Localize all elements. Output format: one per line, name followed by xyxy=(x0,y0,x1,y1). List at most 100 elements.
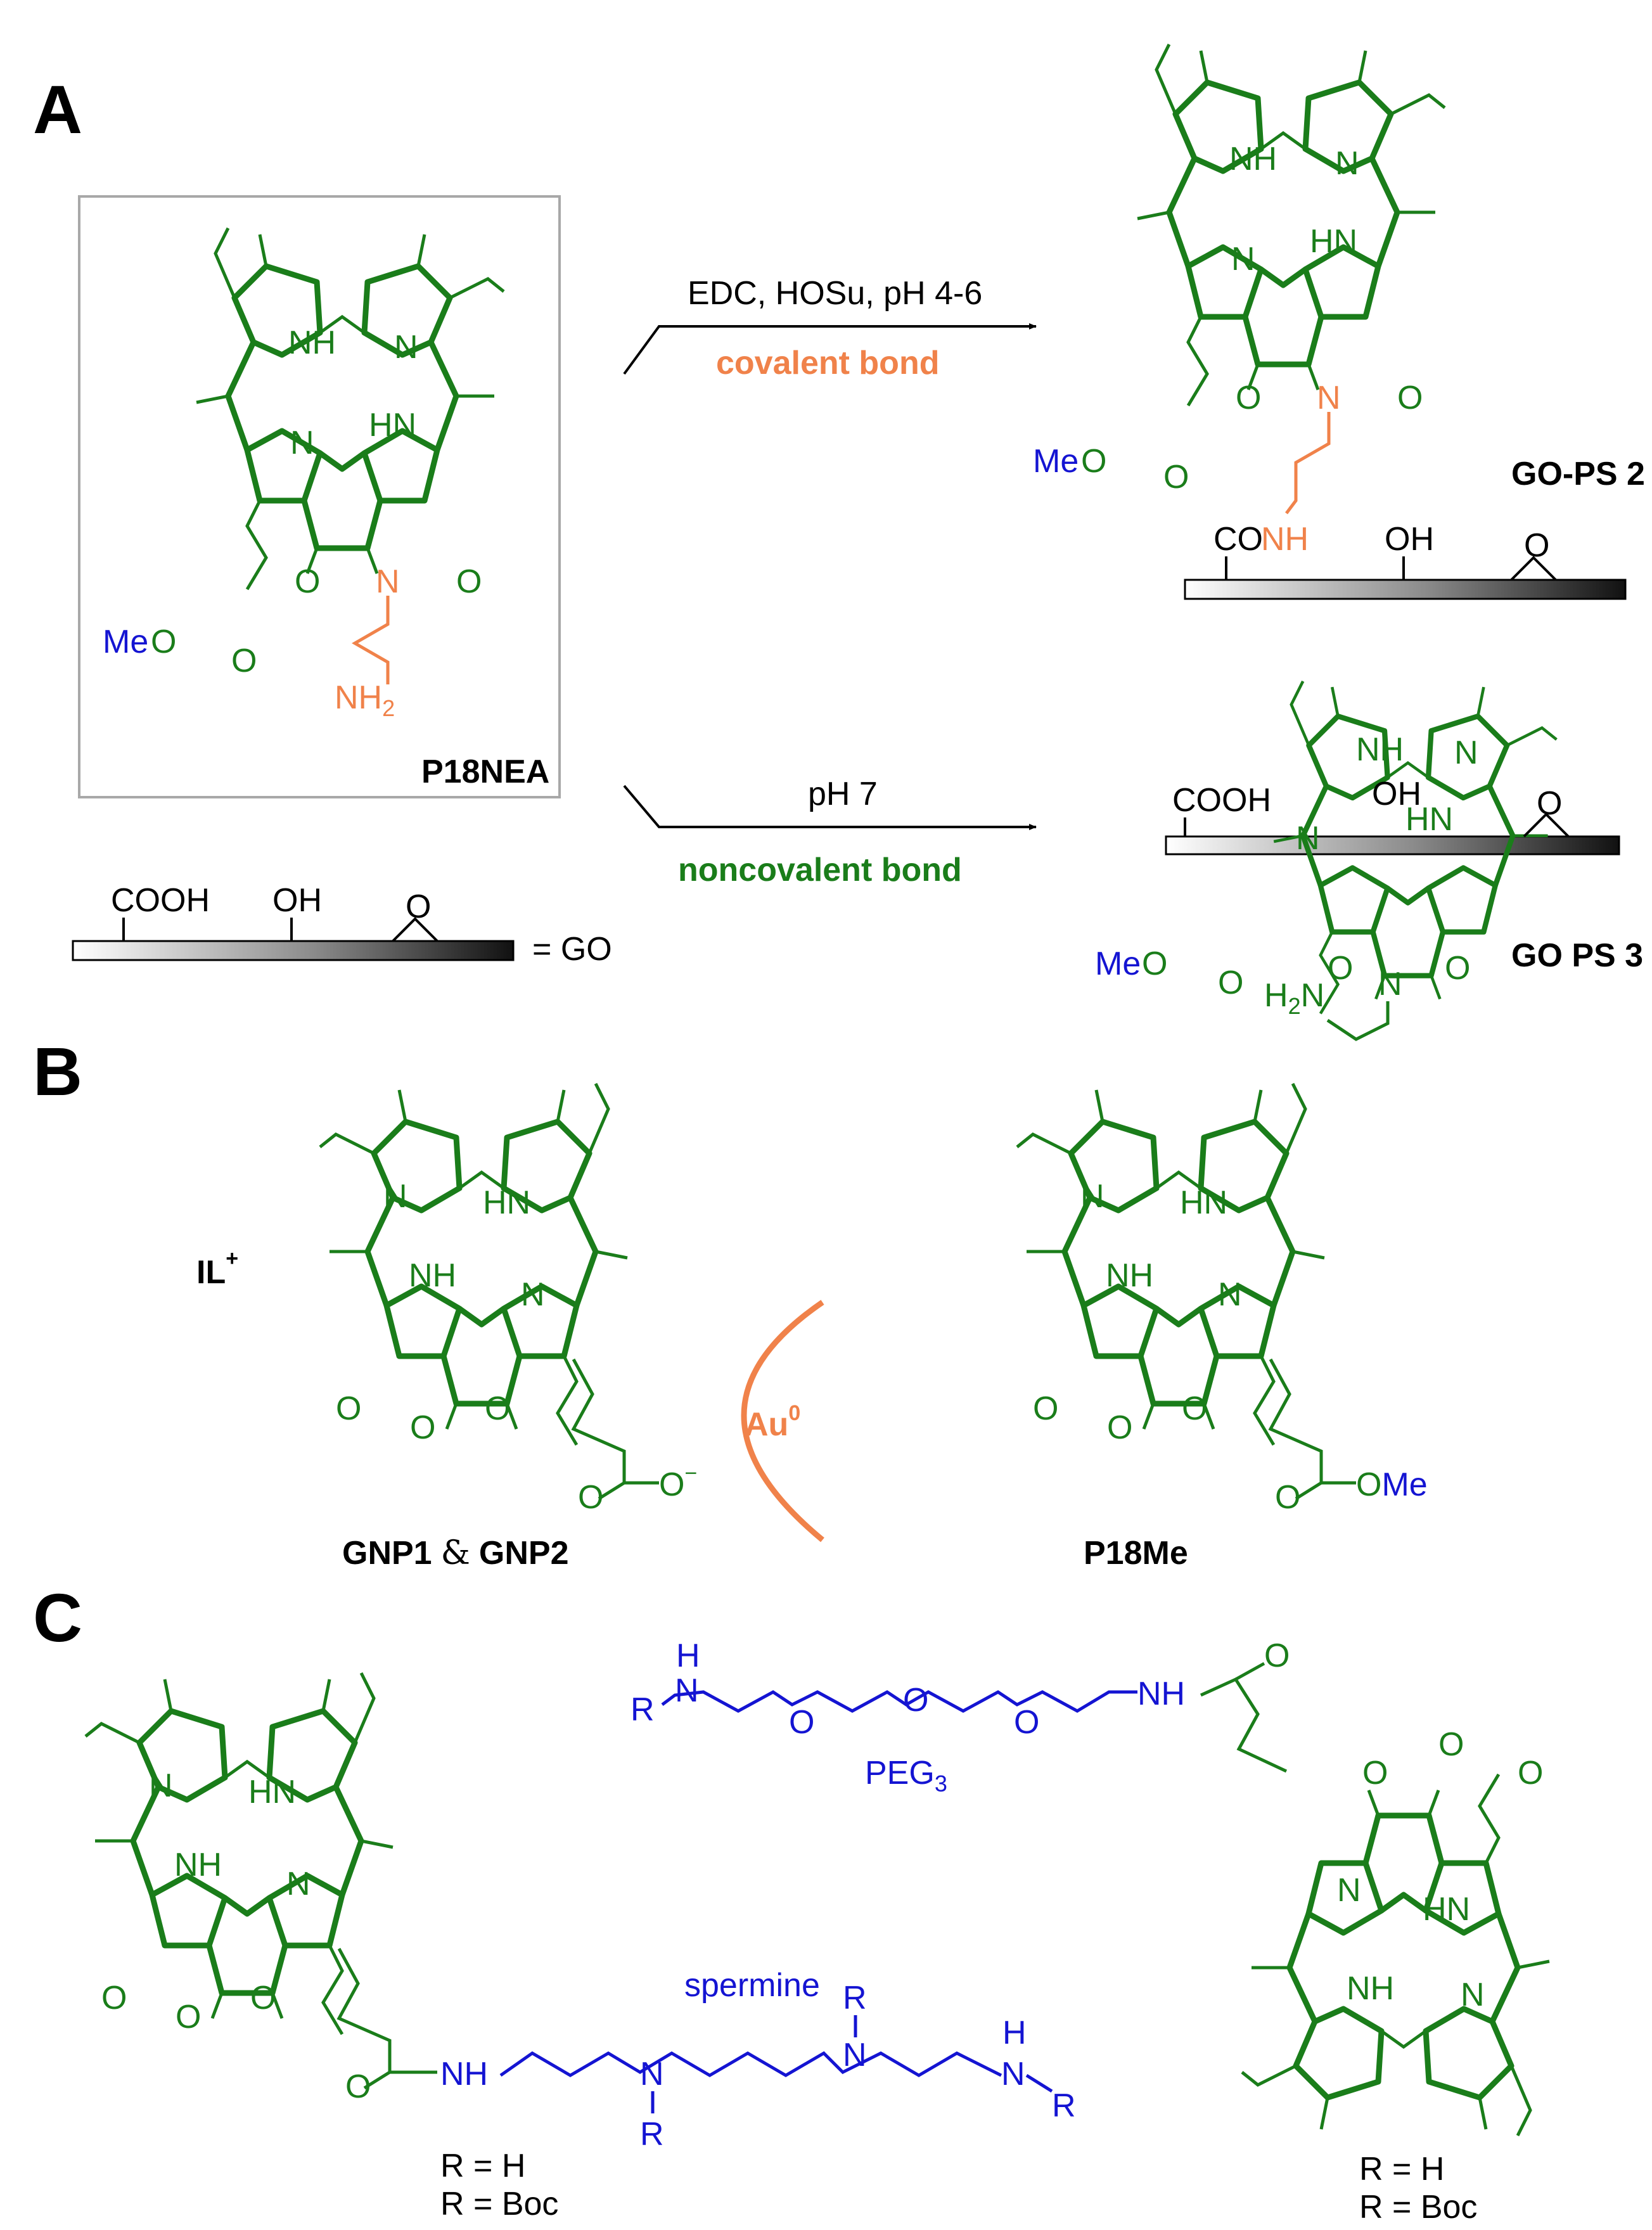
substituent-bond-14 xyxy=(1137,210,1170,221)
p18me-molecule xyxy=(1016,1082,1325,1446)
ring-bond-thick-6 xyxy=(1386,886,1430,906)
c-left-hn-label: HN xyxy=(248,1774,296,1810)
counter-ion-label: IL+ xyxy=(196,1246,238,1291)
substituent-bond-8 xyxy=(1386,760,1430,779)
gops2-ester-o-label: O xyxy=(1081,443,1106,480)
peg3-label: PEG3 xyxy=(865,1755,947,1797)
c-left-o3-label: O xyxy=(250,1980,276,2016)
gops2-imide-n-label: N xyxy=(1317,380,1341,416)
c-left-amide-nh-label: NH xyxy=(440,2056,488,2092)
substituent-bond-17 xyxy=(210,1992,224,2019)
substituent-bond-16 xyxy=(1427,1790,1440,1816)
ring-bond-thick-0 xyxy=(1423,2006,1514,2101)
spermine-nh-label: N xyxy=(1001,2056,1025,2092)
substituent-bond-12 xyxy=(84,1722,141,1745)
gops2-nh-label: NH xyxy=(1229,141,1277,177)
ring-bond-thick-7 xyxy=(440,1355,523,1407)
ring-bond-thick-5 xyxy=(149,1873,228,1949)
arrow-covalent xyxy=(623,323,1037,375)
spermine-nr-bond xyxy=(1025,2073,1053,2093)
ring-bond-thick-2 xyxy=(333,1786,364,1896)
spermine-r3-label: R xyxy=(1052,2087,1076,2124)
gops3-epoxide xyxy=(1523,812,1570,838)
ring-bond-thick-7 xyxy=(1242,316,1324,368)
substituent-bond-15 xyxy=(321,1944,344,2035)
ring-bond-thick-6 xyxy=(318,451,366,472)
gops2-n-label: N xyxy=(1335,145,1359,182)
go-legend-sheet xyxy=(72,940,515,961)
substituent-bond-10 xyxy=(321,1679,331,1712)
gops3-cooh-label: COOH xyxy=(1172,782,1271,819)
gops3-epoxide-o-label: O xyxy=(1537,785,1562,822)
gops3-n-label: N xyxy=(1454,734,1478,771)
go-legend-cooh-label: COOH xyxy=(111,882,210,919)
ring-bond-thick-6 xyxy=(1259,267,1307,288)
c-left-amide-o-label: O xyxy=(345,2068,371,2105)
substituent-bond-12 xyxy=(1016,1132,1072,1155)
spermine-h-label: H xyxy=(1002,2015,1027,2051)
gops3-oh-label: OH xyxy=(1372,776,1421,812)
p18nea-nh-label: NH xyxy=(288,324,336,361)
gops3-imide-n-label: N xyxy=(1378,966,1402,1003)
gops3-go-sheet xyxy=(1165,835,1620,855)
peg-o1-label: O xyxy=(789,1704,814,1741)
ring-bond-thick-7 xyxy=(1137,1355,1220,1407)
substituent-bond-17 xyxy=(1307,364,1320,390)
substituent-bond-16 xyxy=(1202,1403,1215,1430)
gnp-o1-label: O xyxy=(336,1390,361,1427)
c-left-r-boc-label: R = Boc xyxy=(440,2186,558,2222)
covalent-bond-label: covalent bond xyxy=(716,345,939,381)
substituent-bond-8 xyxy=(1380,2029,1427,2049)
substituent-bond-8 xyxy=(1155,1170,1202,1190)
p18nea-ester-o-label: O xyxy=(151,624,176,660)
p18nea-molecule xyxy=(196,227,505,591)
reagent-bottom-label: pH 7 xyxy=(808,776,878,812)
substituent-bond-12 xyxy=(1506,726,1558,747)
ring-bond-thick-3 xyxy=(1369,157,1400,267)
c-left-n-label: N xyxy=(149,1767,173,1804)
ring-bond-thick-6 xyxy=(1155,1306,1203,1328)
peg-o2-label: O xyxy=(903,1682,928,1719)
p18me-ester-chain xyxy=(1268,1358,1356,1485)
p18nea-carbonyl-o-label: O xyxy=(231,643,257,679)
p18nea-o1-label: O xyxy=(295,563,320,600)
substituent-bond-15 xyxy=(1253,1355,1276,1446)
p18me-ome-label: OMe xyxy=(1356,1466,1428,1503)
gops3-o2-label: O xyxy=(1445,950,1470,987)
substituent-bond-14 xyxy=(196,394,229,404)
gops2-o1-label: O xyxy=(1236,380,1261,416)
substituent-bond-17 xyxy=(445,1403,458,1430)
p18nea-n2-label: N xyxy=(290,425,314,461)
peg-chain xyxy=(661,1690,1137,1713)
peg-r-label: R xyxy=(631,1691,655,1728)
substituent-bond-11 xyxy=(416,234,426,267)
substituent-bond-15 xyxy=(1478,1773,1501,1864)
ring-bond-thick-7 xyxy=(301,499,383,551)
p18me-n-label: N xyxy=(1080,1178,1105,1215)
substituent-bond-14 xyxy=(361,1839,394,1849)
substituent-bond-14 xyxy=(1517,1959,1550,1970)
substituent-bond-10 xyxy=(1330,686,1340,717)
p18nea-imide-n-label: N xyxy=(376,563,400,600)
ring-bond-thick-2 xyxy=(1264,1196,1296,1307)
substituent-bond-10 xyxy=(556,1089,566,1122)
ring-bond-thick-6 xyxy=(458,1306,506,1328)
gops3-linker xyxy=(1326,1001,1390,1041)
substituent-bond-8 xyxy=(224,1759,271,1779)
ring-bond-thick-4 xyxy=(1198,1283,1277,1359)
p18me-n2-label: N xyxy=(1218,1276,1242,1313)
substituent-bond-9 xyxy=(587,1082,610,1154)
panel-letter-b: B xyxy=(33,1033,82,1110)
c-right-n2-label: N xyxy=(1461,1977,1485,2013)
c-left-n2-label: N xyxy=(286,1866,311,1902)
substituent-bond-9 xyxy=(1155,43,1177,115)
p18nea-nh2-label: NH2 xyxy=(335,679,395,721)
ring-bond-thick-7 xyxy=(206,1944,288,1996)
substituent-bond-15 xyxy=(245,499,268,591)
peg-nh-label: NH xyxy=(1137,1676,1185,1712)
substituent-bond-10 xyxy=(1199,50,1209,83)
substituent-bond-16 xyxy=(1374,975,1386,1000)
peg-conjugate-porphyrin xyxy=(1241,1773,1550,2137)
c-left-amide-chain xyxy=(336,1947,437,2074)
